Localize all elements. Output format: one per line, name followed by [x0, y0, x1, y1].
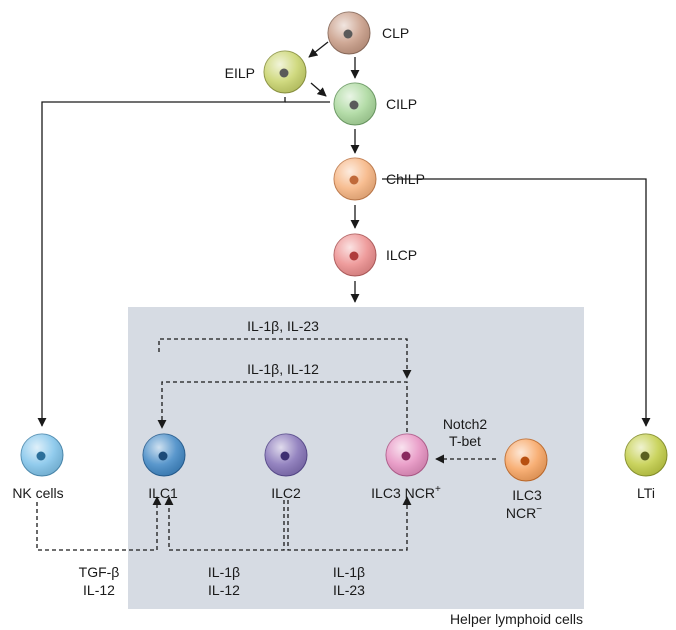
- label-cilp: CILP: [386, 96, 417, 112]
- label-ilc1: ILC1: [148, 485, 178, 501]
- nucleus-icon: [279, 68, 289, 78]
- signal-tgfb: TGF-β: [79, 564, 120, 580]
- arrow-eilp-cilp: [310, 82, 327, 97]
- nucleus-icon: [158, 451, 168, 461]
- cell-chilp: [333, 157, 377, 201]
- arrow-eilp-nk: [37, 97, 286, 427]
- nucleus-icon: [349, 100, 359, 110]
- nucleus-icon: [349, 175, 359, 185]
- signal-il1b-right: IL-1β: [333, 564, 365, 580]
- dash-ilc2-ilc1: [164, 496, 285, 551]
- cell-ilc2: [264, 433, 308, 477]
- cell-ilc3-ncr-neg: [504, 438, 548, 482]
- signal-il1b-il12-top: IL-1β, IL-12: [247, 361, 319, 377]
- label-ilc2: ILC2: [271, 485, 301, 501]
- helper-lymphoid-label: Helper lymphoid cells: [450, 611, 583, 627]
- signal-tgfb-il12: IL-12: [83, 582, 115, 598]
- signal-il12-mid: IL-12: [208, 582, 240, 598]
- nucleus-icon: [280, 451, 290, 461]
- signal-notch2: Notch2: [443, 416, 488, 432]
- cell-clp: [327, 11, 371, 55]
- arrow-clp-eilp: [308, 41, 329, 58]
- nucleus-icon: [36, 451, 46, 461]
- label-ilc3-ncr-pos: ILC3 NCR+: [371, 484, 441, 501]
- dash-ilc2-ilc3: [287, 496, 412, 551]
- signal-il23-right: IL-23: [333, 582, 365, 598]
- label-ilc3-ncr-neg-1: ILC3: [512, 487, 542, 503]
- cell-cilp: [333, 82, 377, 126]
- label-ilc3-ncr-neg-2: NCR−: [506, 504, 542, 521]
- label-nk: NK cells: [12, 485, 63, 501]
- signal-tbet: T-bet: [449, 433, 481, 449]
- label-clp: CLP: [382, 25, 409, 41]
- cell-eilp: [263, 50, 307, 94]
- cell-ilcp: [333, 233, 377, 277]
- nucleus-icon: [520, 456, 530, 466]
- arrow-chilp-lti: [382, 178, 651, 427]
- dash-il1b-il23: [158, 338, 412, 379]
- dash-nk-ilc1: [36, 496, 162, 551]
- signal-il1b-il23-top: IL-1β, IL-23: [247, 318, 319, 334]
- nucleus-icon: [640, 451, 650, 461]
- nucleus-icon: [401, 451, 411, 461]
- signal-il1b-mid: IL-1β: [208, 564, 240, 580]
- nucleus-icon: [343, 29, 353, 39]
- label-eilp: EILP: [225, 65, 255, 81]
- nucleus-icon: [349, 251, 359, 261]
- label-chilp: ChILP: [386, 171, 425, 187]
- cell-ilc3-ncr-pos: [385, 433, 429, 477]
- cell-nk: [20, 433, 64, 477]
- cell-lti: [624, 433, 668, 477]
- cell-ilc1: [142, 433, 186, 477]
- label-ilcp: ILCP: [386, 247, 417, 263]
- dash-il1b-il12-top: [157, 381, 408, 432]
- label-lti: LTi: [637, 485, 655, 501]
